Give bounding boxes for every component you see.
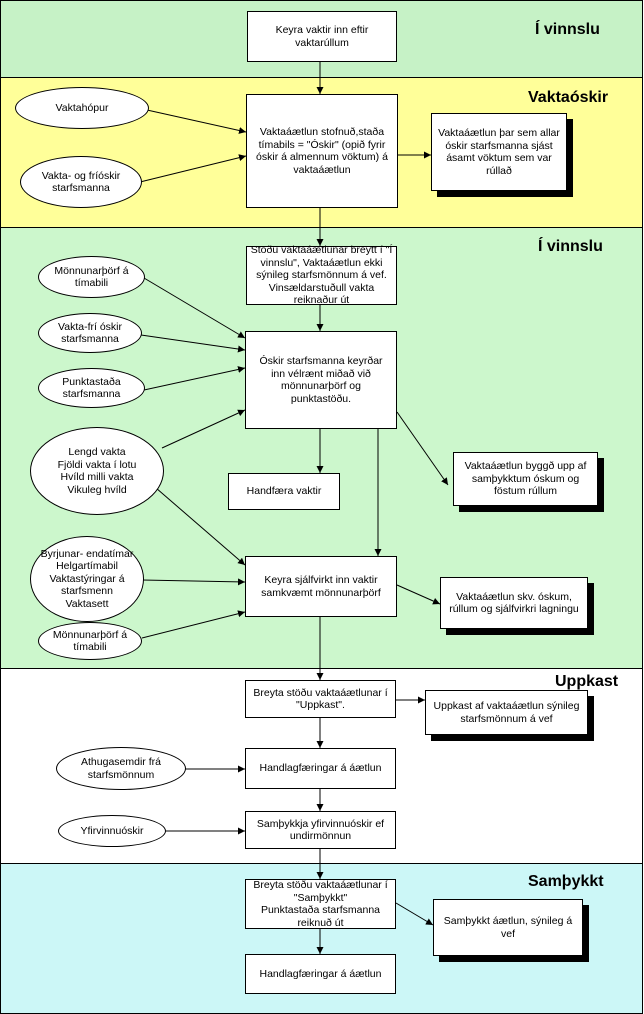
lane-title: Í vinnslu [535, 21, 600, 38]
samthykkt-aaetlun-box: Samþykkt áætlun, sýnileg á vef [433, 899, 583, 956]
keyra-sjalfvirkt-box: Keyra sjálfvirkt inn vaktir samkvæmt mön… [245, 556, 397, 617]
aaetlun-stofnud-box: Vaktaáætlun stofnuð,staða tímabils = "Ós… [246, 94, 398, 208]
lane-title: Samþykkt [528, 873, 604, 890]
oskir-result-box: Vaktaáætlun þar sem allar óskir starfsma… [431, 113, 567, 191]
arrow [161, 409, 246, 449]
arrow [395, 902, 434, 926]
monnunarthorf-2-ellipse: Mönnunarþörf á tímabili [38, 622, 142, 660]
lane-title: Uppkast [555, 673, 619, 690]
samthykkja-yfirvinnu-box: Samþykkja yfirvinnuóskir ef undirmönnun [245, 811, 396, 849]
handlagfaeringar-2-box: Handlagfæringar á áætlun [245, 954, 396, 994]
vakta-friooskir-ellipse: Vakta- og fríóskir starfsmanna [20, 156, 142, 208]
lane-title: Vaktaóskir [528, 89, 609, 106]
byrjunar-endatimar-ellipse: Byrjunar- endatímar Helgartímabil Vaktas… [30, 536, 144, 622]
lengd-vakta-ellipse: Lengd vakta Fjöldi vakta í lotu Hvíld mi… [30, 427, 164, 515]
arrow [140, 334, 246, 353]
arrow [141, 578, 246, 586]
vakta-fri-oskir-ellipse: Vakta-frí óskir starfsmanna [38, 313, 142, 353]
handlagfaeringar-box: Handlagfæringar á áætlun [245, 748, 396, 789]
arrow [143, 366, 246, 391]
breyta-uppkast-box: Breyta stöðu vaktaáætlunar í "Uppkast". [245, 680, 396, 718]
handfaera-vaktir-box: Handfæra vaktir [228, 473, 340, 510]
lane-title: Í vinnslu [538, 238, 603, 255]
arrow [139, 154, 247, 183]
yfirvinnuoskir-ellipse: Yfirvinnuóskir [58, 815, 166, 847]
arrow [396, 584, 441, 605]
byggd-upp-box: Vaktaáætlun byggð upp af samþykktum ósku… [453, 452, 598, 506]
oskir-keyrdar-box: Óskir starfsmanna keyrðar inn vélrænt mi… [245, 331, 397, 429]
arrow [143, 277, 246, 339]
arrow [140, 474, 246, 566]
vaktahopur-ellipse: Vaktahópur [15, 87, 149, 129]
keyra-vaktir-box: Keyra vaktir inn eftir vaktarúllum [247, 11, 397, 62]
uppkast-synilegt-box: Uppkast af vaktaáætlun sýnileg starfsmön… [425, 690, 588, 735]
arrow [396, 411, 449, 486]
breyta-samthykkt-box: Breyta stöðu vaktaáætlunar í "Samþykkt" … [245, 879, 396, 929]
punktastada-ellipse: Punktastaða starfsmanna [38, 368, 145, 408]
arrow [141, 610, 246, 639]
monnunarthorf-ellipse: Mönnunarþörf á tímabili [38, 256, 145, 298]
stodu-breytt-box: Stöðu vaktaáætlunar breytt í "Í vinnslu"… [246, 244, 397, 306]
athugasemdir-ellipse: Athugasemdir frá starfsmönnum [56, 747, 186, 790]
arrow [146, 109, 247, 134]
skv-oskum-box: Vaktaáætlun skv. óskum, rúllum og sjálfv… [440, 577, 588, 629]
